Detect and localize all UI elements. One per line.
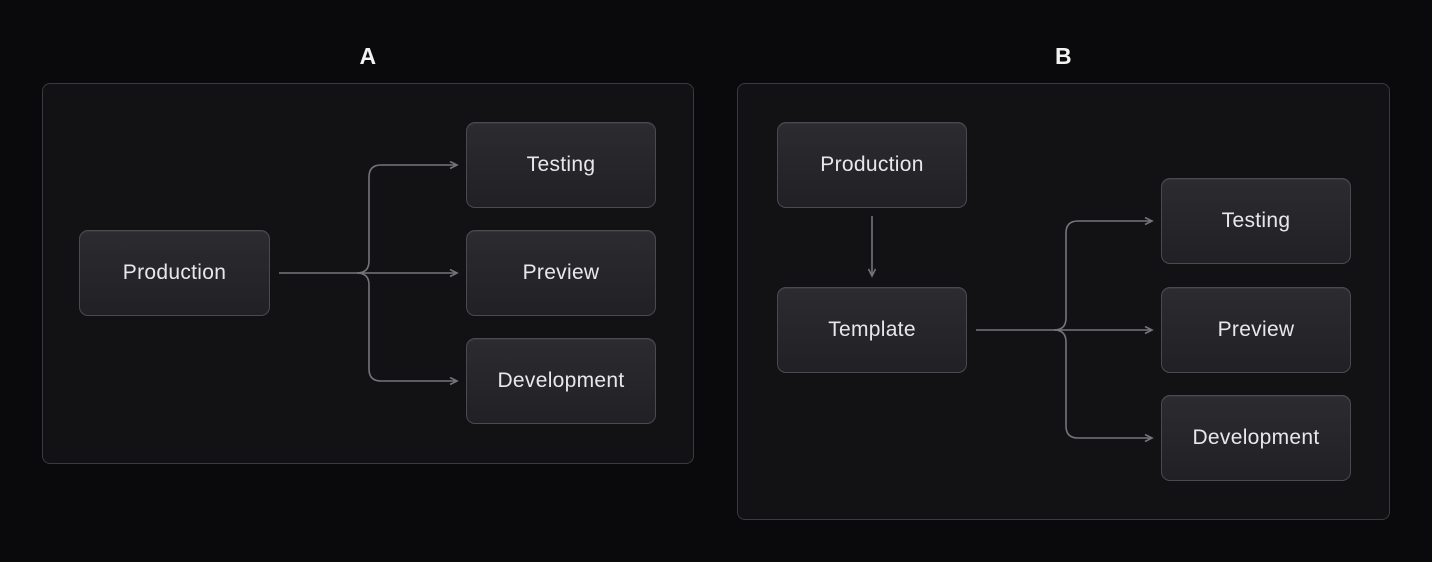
node-b-testing: Testing bbox=[1161, 178, 1351, 264]
node-a-development: Development bbox=[466, 338, 656, 424]
node-b-development: Development bbox=[1161, 395, 1351, 481]
panel-b-label: B bbox=[1054, 43, 1073, 69]
node-b-preview: Preview bbox=[1161, 287, 1351, 373]
node-b-production: Production bbox=[777, 122, 967, 208]
node-a-testing: Testing bbox=[466, 122, 656, 208]
panel-a-label: A bbox=[359, 43, 377, 69]
node-b-template: Template bbox=[777, 287, 967, 373]
node-a-preview: Preview bbox=[466, 230, 656, 316]
node-a-production: Production bbox=[79, 230, 270, 316]
